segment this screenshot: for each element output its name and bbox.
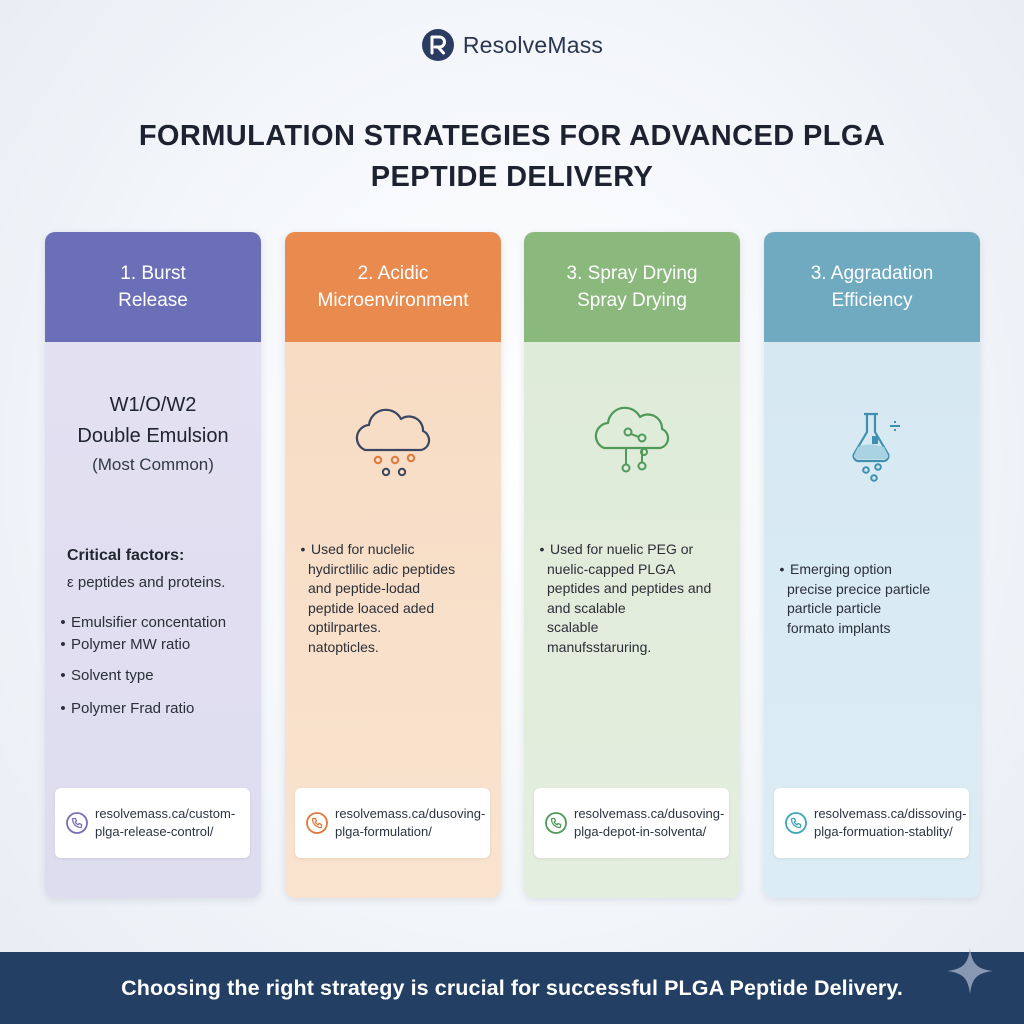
brand: ResolveMass <box>0 28 1024 62</box>
card-header: 3. Spray Drying Spray Drying <box>524 232 740 351</box>
reference-link[interactable]: resolvemass.ca/dusoving- plga-depot-in-s… <box>534 788 729 858</box>
page-title-line-2: PEPTIDE DELIVERY <box>370 161 654 193</box>
reference-link[interactable]: resolvemass.ca/dusoving- plga-formulatio… <box>295 788 490 858</box>
list-item-text: Polymer Frad ratio <box>71 700 195 717</box>
sparkle-icon <box>947 948 993 994</box>
description-line: natopticles. <box>308 638 379 655</box>
factors-subtitle: ε peptides and proteins. <box>67 574 226 591</box>
footer-banner: Choosing the right strategy is crucial f… <box>0 952 1024 1024</box>
card-header-line-2: Microenvironment <box>317 290 469 311</box>
phone-icon <box>545 812 567 834</box>
reference-link-text[interactable]: resolvemass.ca/dusoving- plga-depot-in-s… <box>574 806 725 839</box>
strategy-card-burst-release: 1. Burst Release W1/O/W2 Double Emulsion… <box>45 232 261 898</box>
card-description: •Emerging option precise precice particl… <box>774 560 978 638</box>
description-line: hydirctlilic adic peptides <box>308 560 456 577</box>
method-line-1: W1/O/W2 <box>109 394 197 416</box>
phone-icon <box>66 812 88 834</box>
reference-link-text[interactable]: resolvemass.ca/custom- plga-release-cont… <box>95 806 236 839</box>
card-header: 2. Acidic Microenvironment <box>285 232 501 351</box>
card-header-line-1: 1. Burst <box>120 263 186 284</box>
description-line: and peptide-lodad <box>308 580 421 596</box>
brand-name: ResolveMass <box>462 31 604 58</box>
description-text: Used for nuelic PEG or <box>550 541 694 557</box>
card-description: •Used for nuclelic hydirctlilic adic pep… <box>295 540 499 657</box>
card-body: W1/O/W2 Double Emulsion (Most Common) Cr… <box>45 342 261 898</box>
description-line: optilrpartes. <box>308 619 382 635</box>
flask-icon <box>852 412 900 482</box>
card-body: •Used for nuelic PEG or nuelic-capped PL… <box>524 342 740 898</box>
card-header: 3. Aggradation Efficiency <box>764 232 980 351</box>
list-item-text: Polymer MW ratio <box>71 636 191 653</box>
card-header-line-2: Release <box>118 290 188 311</box>
description-text: Used for nuclelic <box>311 541 415 557</box>
resolvemass-logo-icon <box>421 29 454 61</box>
description-text: Emerging option <box>790 561 892 577</box>
phone-icon <box>306 812 328 834</box>
page-title: FORMULATION STRATEGIES FOR ADVANCED PLGA… <box>90 116 934 198</box>
card-description: •Used for nuelic PEG or nuelic-capped PL… <box>534 540 738 657</box>
list-item: •Polymer MW ratio <box>60 636 191 653</box>
card-header: 1. Burst Release <box>45 232 261 351</box>
description-line: precise precice particle <box>787 580 931 597</box>
card-body: •Emerging option precise precice particl… <box>764 342 980 898</box>
description-line: •Used for nuelic PEG or <box>539 541 694 557</box>
factors-title: Critical factors: <box>67 547 185 564</box>
list-item-text: Emulsifier concentation <box>71 614 227 631</box>
reference-link[interactable]: resolvemass.ca/custom- plga-release-cont… <box>55 788 250 858</box>
cloud-molecule-icon <box>594 406 670 473</box>
method-block: W1/O/W2 Double Emulsion (Most Common) <box>45 390 261 478</box>
card-header-line-1: 2. Acidic <box>357 263 429 284</box>
card-header-line-2: Efficiency <box>831 290 913 311</box>
cloud-droplets-icon <box>355 408 431 477</box>
description-line: manufsstaruring. <box>547 638 652 655</box>
reference-link[interactable]: resolvemass.ca/dissoving- plga-formuatio… <box>774 788 969 858</box>
strategy-card-acidic-microenvironment: 2. Acidic Microenvironment •Used for nuc… <box>285 232 501 898</box>
strategy-card-aggradation-efficiency: 3. Aggradation Efficiency •Emerging opti… <box>764 232 980 898</box>
list-item: •Solvent type <box>60 667 154 684</box>
description-line: and scalable <box>547 599 626 616</box>
description-line: scalable <box>547 619 599 635</box>
reference-link-text[interactable]: resolvemass.ca/dusoving- plga-formulatio… <box>335 806 486 839</box>
list-item: •Emulsifier concentation <box>60 614 227 631</box>
method-line-3: (Most Common) <box>92 455 214 474</box>
card-header-line-2: Spray Drying <box>577 290 687 311</box>
description-line: peptides and peptides and <box>547 580 712 596</box>
description-line: •Emerging option <box>779 561 892 577</box>
card-body: •Used for nuclelic hydirctlilic adic pep… <box>285 342 501 898</box>
phone-icon <box>785 812 807 834</box>
method-line-2: Double Emulsion <box>77 425 229 447</box>
reference-link-text[interactable]: resolvemass.ca/dissoving- plga-formuatio… <box>814 806 967 839</box>
description-line: formato implants <box>787 619 891 636</box>
card-header-line-1: 3. Spray Drying <box>566 263 698 284</box>
footer-text: Choosing the right strategy is crucial f… <box>121 975 903 1000</box>
description-line: peptide loaced aded <box>308 599 435 616</box>
description-line: nuelic-capped PLGA <box>547 560 676 577</box>
page-title-line-1: FORMULATION STRATEGIES FOR ADVANCED PLGA <box>138 120 886 152</box>
description-line: particle particle <box>787 600 882 616</box>
card-header-line-1: 3. Aggradation <box>810 263 934 284</box>
description-line: •Used for nuclelic <box>300 541 415 557</box>
strategy-card-spray-drying: 3. Spray Drying Spray Drying •Used for n… <box>524 232 740 898</box>
list-item: •Polymer Frad ratio <box>60 700 195 717</box>
list-item-text: Solvent type <box>71 667 154 684</box>
